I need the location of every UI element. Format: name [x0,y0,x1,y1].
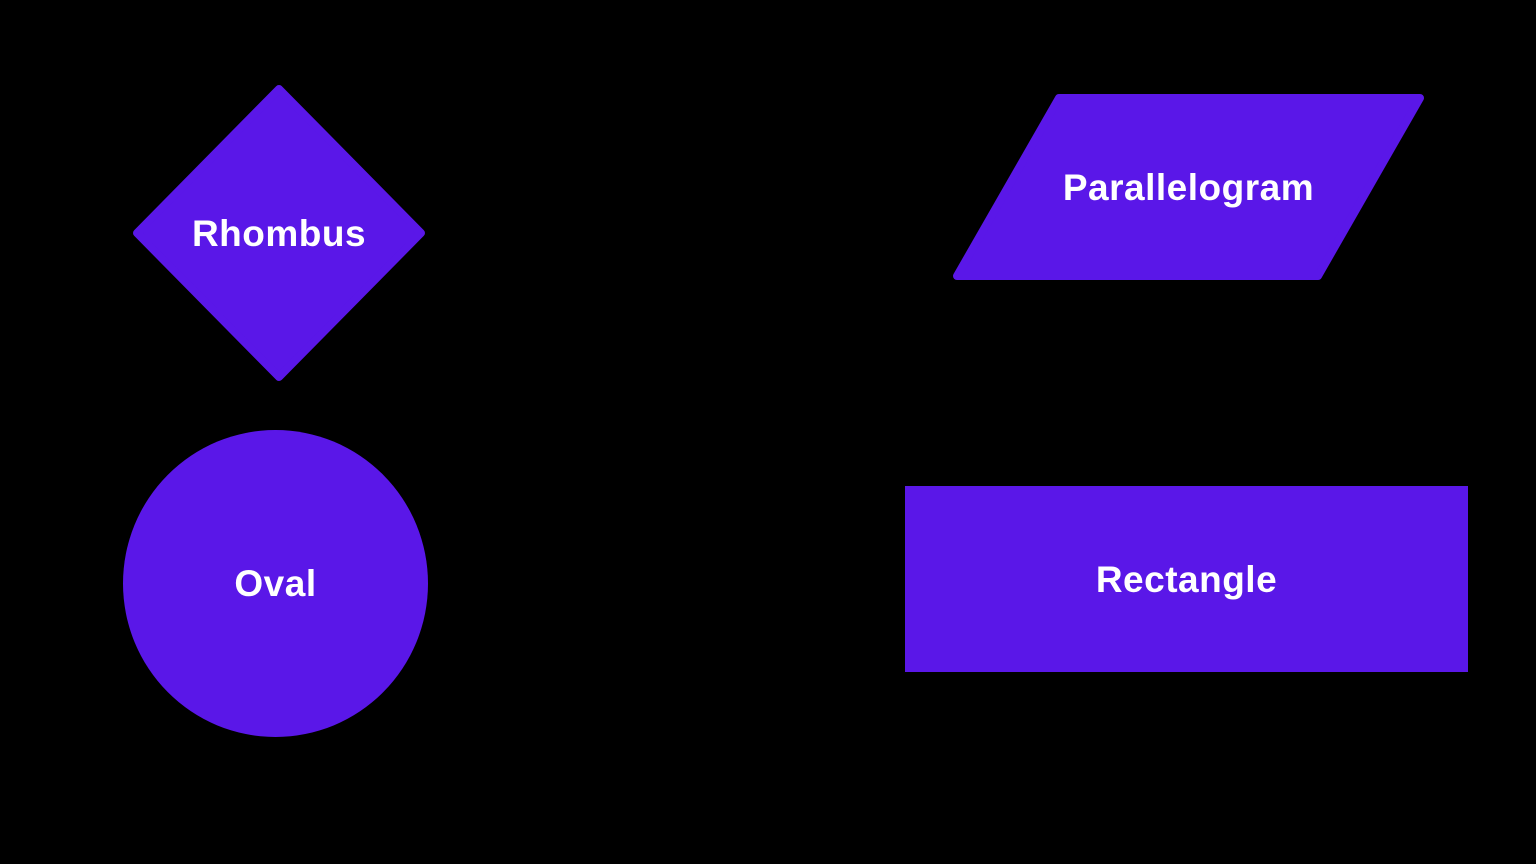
oval-icon [123,430,428,737]
rectangle-icon [905,486,1468,672]
rhombus-shape[interactable]: Rhombus [133,85,425,381]
parallelogram-icon [953,94,1424,280]
parallelogram-shape[interactable]: Parallelogram [953,94,1424,280]
oval-shape[interactable]: Oval [123,430,428,737]
rhombus-icon [133,85,425,381]
rectangle-shape[interactable]: Rectangle [905,486,1468,672]
rhombus-label: Rhombus [191,212,367,254]
parallelogram-label: Parallelogram [1062,166,1315,208]
oval-label: Oval [234,563,317,604]
rectangle-label: Rectangle [1095,558,1278,600]
